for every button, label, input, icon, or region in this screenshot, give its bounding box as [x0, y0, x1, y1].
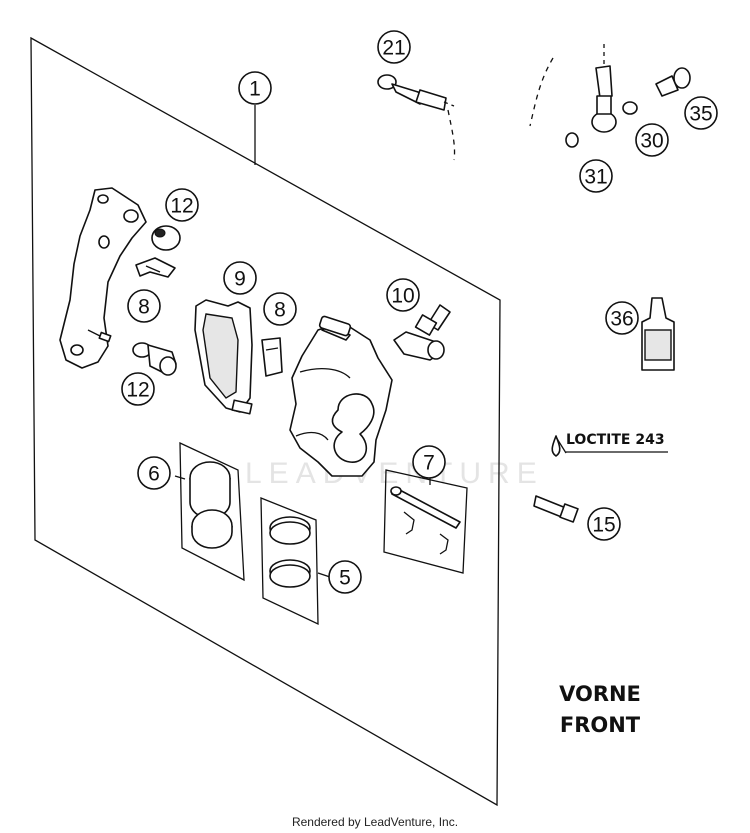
svg-text:9: 9 [234, 268, 246, 291]
callout-31: 31 [579, 159, 613, 193]
svg-text:12: 12 [170, 195, 193, 218]
callout-5: 5 [328, 560, 362, 594]
callout-12-top: 12 [165, 188, 199, 222]
bush-part-top [151, 225, 181, 251]
callout-1: 1 [238, 71, 272, 105]
callout-8-right: 8 [263, 292, 297, 326]
svg-text:31: 31 [584, 166, 607, 189]
svg-text:36: 36 [610, 308, 633, 331]
spring-clip-left [135, 257, 176, 278]
svg-text:30: 30 [640, 130, 663, 153]
callout-35: 35 [684, 96, 718, 130]
svg-text:21: 21 [382, 37, 405, 60]
svg-text:8: 8 [138, 296, 150, 319]
piston-kit-box [174, 441, 245, 582]
callout-15: 15 [587, 507, 621, 541]
svg-text:5: 5 [339, 567, 351, 590]
callout-10: 10 [386, 278, 420, 312]
front-label-de: VORNE [559, 682, 641, 706]
watermark: LEADVENTURE [245, 457, 544, 490]
svg-text:10: 10 [391, 285, 414, 308]
callout-21: 21 [377, 30, 411, 64]
svg-text:15: 15 [592, 514, 615, 537]
spring-clip-right [261, 337, 283, 377]
callout-12-bottom: 12 [121, 372, 155, 406]
brake-hose-part [377, 74, 456, 161]
callout-30: 30 [635, 123, 669, 157]
banjo-fitting-assembly [529, 44, 691, 148]
bush-bolt-lower [132, 342, 177, 376]
front-label-en: FRONT [560, 713, 641, 737]
callout-36: 36 [605, 301, 639, 335]
svg-text:35: 35 [689, 103, 712, 126]
bolt-part-15 [533, 435, 579, 523]
seal-kit-box [260, 497, 331, 626]
callout-7: 7 [412, 445, 446, 479]
footer-credit: Rendered by LeadVenture, Inc. [292, 815, 458, 829]
svg-text:7: 7 [423, 452, 435, 475]
svg-text:8: 8 [274, 299, 286, 322]
callout-6: 6 [137, 456, 171, 490]
callout-9: 9 [223, 261, 257, 295]
caliper-bracket-part [59, 187, 147, 369]
caliper-body-part [289, 315, 393, 477]
loctite-label: LOCTITE 243 [566, 432, 665, 448]
loctite-bottle-part [641, 297, 675, 371]
svg-text:12: 12 [126, 379, 149, 402]
callout-8-left: 8 [127, 289, 161, 323]
svg-text:1: 1 [249, 78, 261, 101]
brake-pad-part [194, 299, 253, 415]
pin-kit-box [383, 469, 468, 574]
kit-panel-outline [30, 36, 501, 807]
bleeder-valve-part [393, 304, 451, 361]
svg-text:6: 6 [148, 463, 160, 486]
